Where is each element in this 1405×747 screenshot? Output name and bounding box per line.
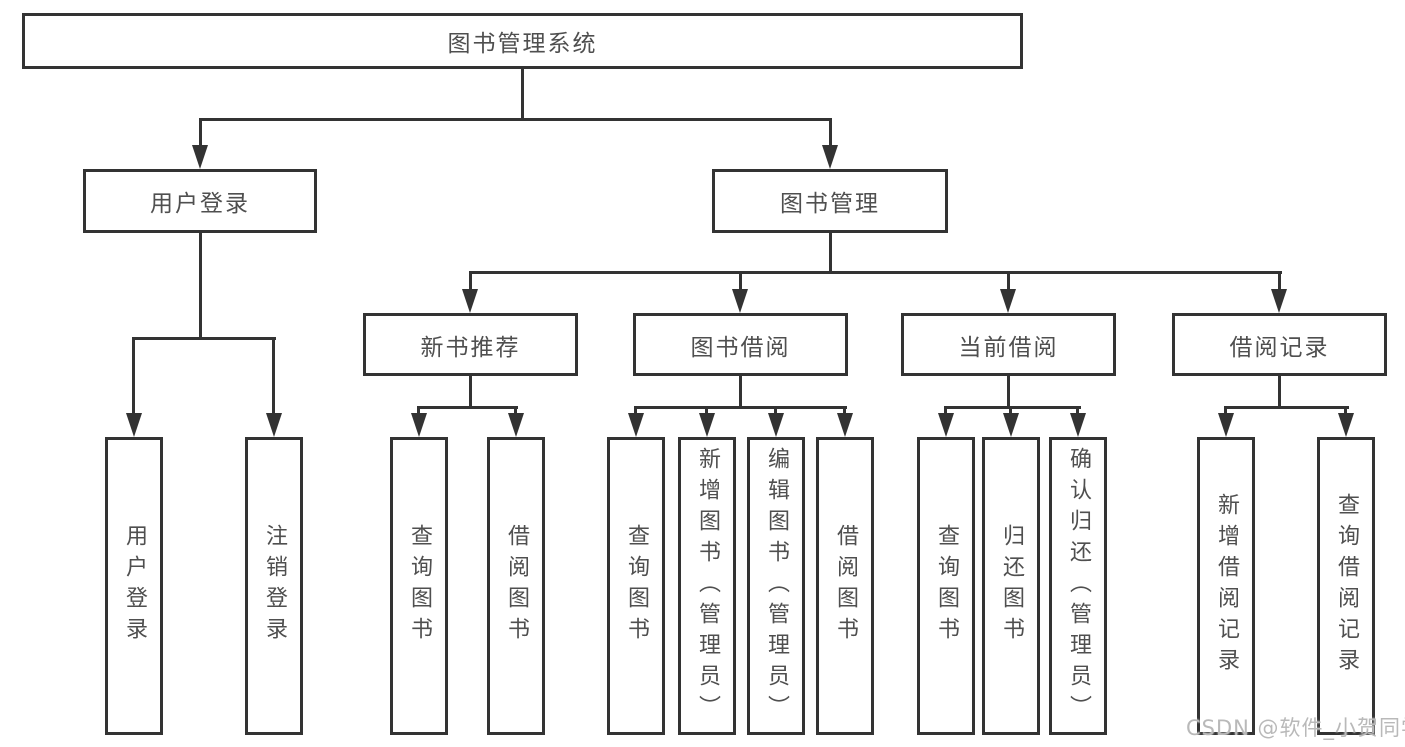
leaf-label: 查询图书 [624,524,649,648]
arrow-down-icon [628,413,644,437]
node-book-borrow: 图书借阅 [633,313,848,376]
leaf-label: 确认归还（管理员） [1066,446,1091,726]
node-borrow-record: 借阅记录 [1172,313,1387,376]
node-label: 图书管理 [780,191,880,217]
leaf-add-book-admin: 新增图书（管理员） [678,437,736,735]
arrow-down-icon [938,413,954,437]
leaf-label: 借阅图书 [833,524,858,648]
connector-line [417,406,518,409]
node-current-borrow: 当前借阅 [901,313,1116,376]
connector-line [739,376,742,409]
connector-line [944,406,1081,409]
node-library-management-system: 图书管理系统 [22,13,1023,69]
arrow-down-icon [822,145,838,169]
connector-line [705,406,708,418]
leaf-label: 归还图书 [999,524,1024,648]
leaf-label: 查询图书 [934,524,959,648]
leaf-logout: 注销登录 [245,437,303,735]
arrow-down-icon [462,289,478,313]
arrow-down-icon [508,413,524,437]
connector-line [944,406,947,418]
leaf-query-book-recommend: 查询图书 [390,437,448,735]
leaf-user-login: 用户登录 [105,437,163,735]
arrow-down-icon [732,289,748,313]
connector-line [132,337,135,417]
arrow-down-icon [1070,413,1086,437]
arrow-down-icon [768,413,784,437]
connector-line [521,69,524,118]
node-book-management: 图书管理 [712,169,948,233]
connector-line [1224,406,1227,418]
leaf-label: 编辑图书（管理员） [764,446,789,726]
arrow-down-icon [1000,289,1016,313]
arrow-down-icon [1271,289,1287,313]
node-label: 图书借阅 [690,334,791,361]
leaf-label: 新增借阅记录 [1214,493,1239,679]
connector-line [1076,406,1079,418]
leaf-label: 新增图书（管理员） [695,446,720,726]
arrow-down-icon [1338,413,1354,437]
node-user-login: 用户登录 [83,169,317,233]
connector-line [469,376,472,409]
connector-line [634,406,637,418]
arrow-down-icon [1003,413,1019,437]
leaf-label: 注销登录 [262,524,287,648]
connector-line [199,233,202,337]
connector-line [1224,406,1349,409]
leaf-label: 查询借阅记录 [1334,493,1359,679]
connector-line [829,233,832,271]
arrow-down-icon [699,413,715,437]
node-label: 用户登录 [150,191,250,217]
connector-line [1278,271,1281,293]
connector-line [417,406,420,418]
leaf-confirm-return-admin: 确认归还（管理员） [1049,437,1107,735]
connector-line [132,337,276,340]
connector-line [843,406,846,418]
arrow-down-icon [1218,413,1234,437]
connector-line [1007,376,1010,409]
arrow-down-icon [411,413,427,437]
leaf-borrow-book: 借阅图书 [816,437,874,735]
node-label: 借阅记录 [1229,334,1330,361]
leaf-query-current-book: 查询图书 [917,437,975,735]
connector-line [739,271,742,293]
arrow-down-icon [837,413,853,437]
connector-line [634,406,847,409]
connector-line [829,118,832,150]
connector-line [1278,376,1281,409]
leaf-label: 借阅图书 [504,524,529,648]
connector-line [1344,406,1347,418]
node-new-book-recommend: 新书推荐 [363,313,578,376]
leaf-query-borrow-record: 查询借阅记录 [1317,437,1375,735]
connector-line [272,337,275,417]
csdn-watermark: CSDN @软件_小贺同学 [1186,716,1405,740]
node-label: 当前借阅 [958,334,1059,361]
leaf-borrow-book-recommend: 借阅图书 [487,437,545,735]
node-label: 新书推荐 [420,334,521,361]
connector-line [199,118,202,150]
connector-line [199,118,832,121]
connector-line [469,271,472,293]
leaf-return-book: 归还图书 [982,437,1040,735]
arrow-down-icon [192,145,208,169]
connector-line [1009,406,1012,418]
leaf-label: 用户登录 [122,524,147,648]
arrow-down-icon [266,413,282,437]
leaf-edit-book-admin: 编辑图书（管理员） [747,437,805,735]
arrow-down-icon [126,413,142,437]
node-label: 图书管理系统 [447,31,598,57]
leaf-add-borrow-record: 新增借阅记录 [1197,437,1255,735]
connector-line [774,406,777,418]
connector-line [514,406,517,418]
connector-line [1007,271,1010,293]
connector-line [469,271,1282,274]
leaf-query-book: 查询图书 [607,437,665,735]
leaf-label: 查询图书 [407,524,432,648]
